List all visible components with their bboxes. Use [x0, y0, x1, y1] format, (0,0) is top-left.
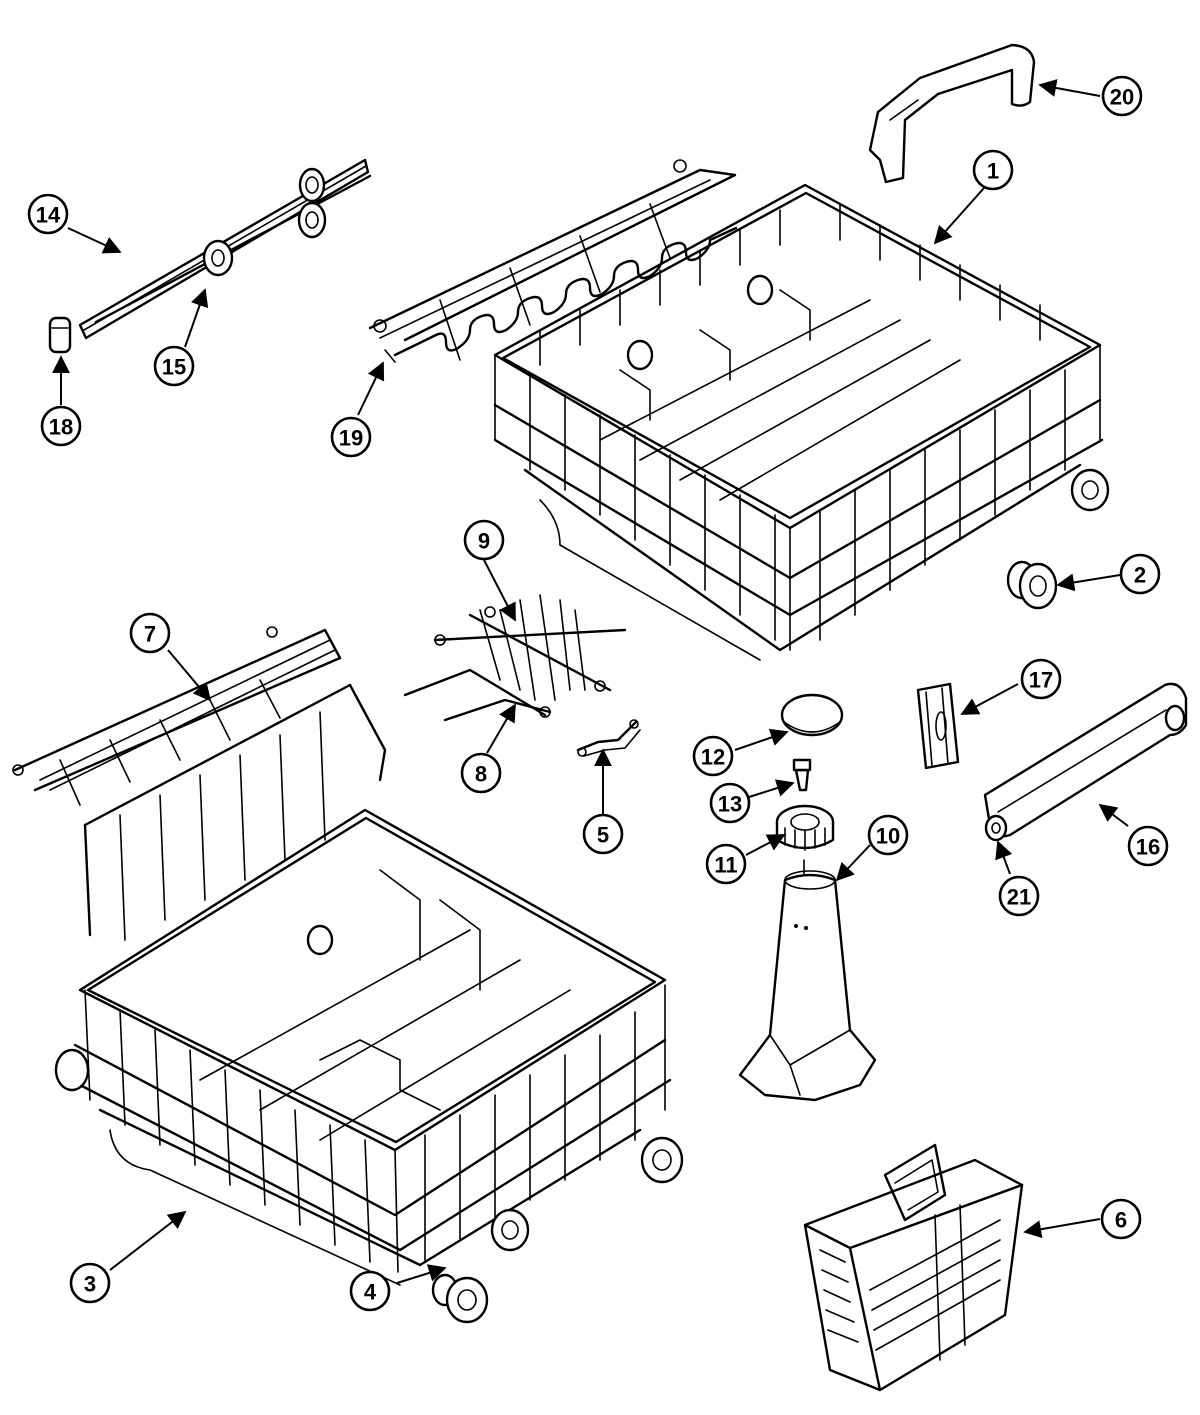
- callout-9-label: 9: [478, 529, 490, 554]
- tine-clip-part: [403, 668, 552, 722]
- callout-6-label: 6: [1115, 1208, 1127, 1233]
- callout-18-label: 18: [49, 415, 73, 440]
- leader-14: [67, 227, 122, 254]
- leader-11: [745, 834, 786, 856]
- leader-17: [960, 683, 1019, 715]
- callout-11: 11: [705, 843, 747, 885]
- lower-rack-part: [54, 683, 684, 1286]
- spray-tower-part: [738, 859, 877, 1102]
- leader-19: [357, 361, 385, 416]
- slide-stop-part: [916, 682, 960, 770]
- callout-5-label: 5: [597, 823, 609, 848]
- callout-4-label: 4: [364, 1280, 377, 1305]
- callout-16: 16: [1127, 825, 1169, 867]
- leader-15: [184, 288, 209, 348]
- callout-2-label: 2: [1134, 563, 1146, 588]
- roller-wheel-part: [202, 239, 234, 277]
- cup-shelf-part: [368, 159, 738, 363]
- callout-3: 3: [69, 1262, 111, 1304]
- callout-2: 2: [1119, 553, 1161, 595]
- leader-4: [396, 1264, 447, 1284]
- callout-19: 19: [330, 416, 372, 458]
- callout-15-label: 15: [162, 355, 186, 380]
- callout-15: 15: [153, 345, 195, 387]
- tower-nut-part: [792, 758, 812, 792]
- callout-17-label: 17: [1029, 668, 1053, 693]
- callout-21: 21: [998, 875, 1040, 917]
- lower-shelf-part: [12, 626, 342, 806]
- callout-16-label: 16: [1136, 835, 1160, 860]
- callout-7-label: 7: [144, 622, 156, 647]
- leader-9: [483, 559, 516, 622]
- tower-gear-part: [775, 804, 835, 851]
- callout-4: 4: [349, 1270, 391, 1312]
- leader-13: [748, 779, 795, 798]
- callout-12-label: 12: [701, 745, 725, 770]
- leader-6: [1023, 1218, 1101, 1239]
- callout-18: 18: [40, 405, 82, 447]
- callout-17: 17: [1020, 658, 1062, 700]
- callout-19-label: 19: [339, 426, 363, 451]
- rack-wheel-part: [1006, 560, 1058, 610]
- leader-lines: [52, 79, 1129, 1284]
- leader-12: [734, 728, 789, 751]
- fold-down-tine-part: [433, 594, 627, 701]
- callout-7: 7: [129, 612, 171, 654]
- callout-14-label: 14: [36, 203, 61, 228]
- callout-20-label: 20: [1110, 85, 1134, 110]
- rack-handle-part: [868, 43, 1036, 184]
- callout-10-label: 10: [876, 824, 900, 849]
- tower-cap-part: [780, 693, 844, 737]
- callout-11-label: 11: [714, 853, 737, 878]
- callout-5: 5: [582, 813, 624, 855]
- upper-rack-part: [493, 183, 1110, 661]
- lower-track-part: [983, 682, 1188, 838]
- callout-21-label: 21: [1007, 885, 1031, 910]
- callout-10: 10: [867, 814, 909, 856]
- callout-12: 12: [692, 735, 734, 777]
- leader-3: [109, 1210, 187, 1271]
- callout-13: 13: [709, 782, 751, 824]
- callout-1: 1: [972, 149, 1014, 191]
- track-rail-part: [78, 158, 372, 340]
- silverware-basket-part: [803, 1143, 1024, 1392]
- callout-3-label: 3: [84, 1272, 96, 1297]
- callout-8-label: 8: [475, 762, 487, 787]
- leader-21: [995, 840, 1013, 875]
- callout-20: 20: [1101, 75, 1143, 117]
- lower-wheel-part: [431, 1273, 489, 1324]
- track-end-cap-part: [48, 316, 72, 354]
- leader-20: [1038, 79, 1101, 97]
- callout-13-label: 13: [718, 792, 742, 817]
- callout-6: 6: [1100, 1198, 1142, 1240]
- leader-8: [486, 703, 516, 754]
- rack-clip-part: [576, 719, 641, 757]
- callout-8: 8: [460, 752, 502, 794]
- callout-1-label: 1: [987, 159, 999, 184]
- callout-14: 14: [27, 193, 69, 235]
- track-roller-part: [984, 814, 1008, 842]
- leader-1: [933, 187, 985, 245]
- leader-16: [1098, 803, 1129, 827]
- leader-10: [835, 844, 871, 882]
- callout-9: 9: [463, 519, 505, 561]
- leader-2: [1056, 573, 1121, 592]
- leader-7: [167, 649, 212, 702]
